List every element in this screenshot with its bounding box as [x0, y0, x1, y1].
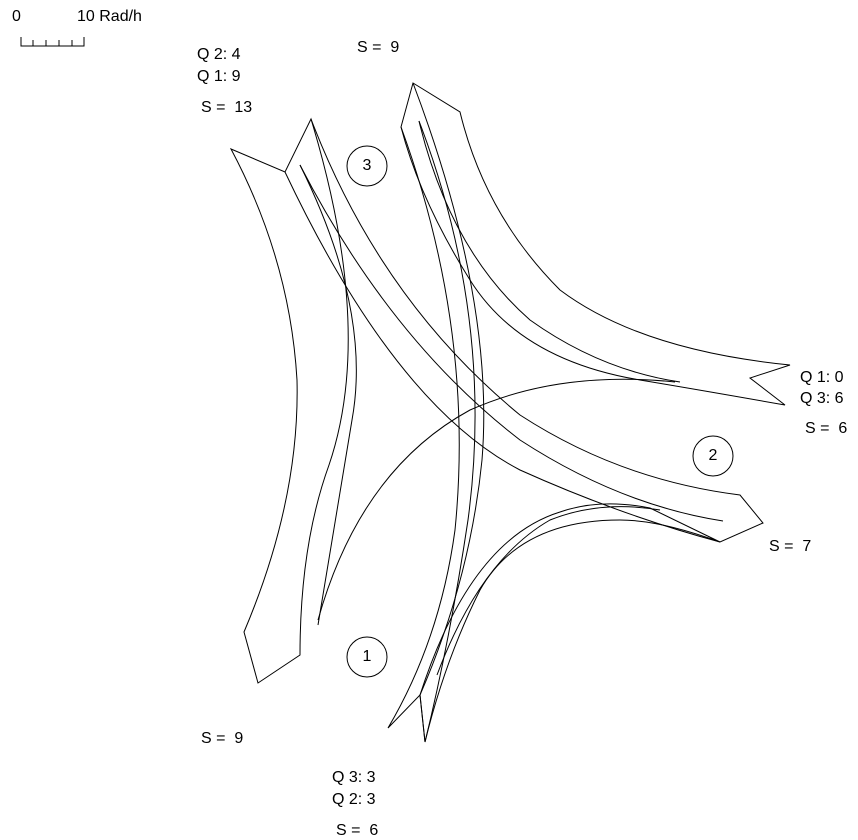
flow-band-lower — [419, 503, 721, 743]
flow-line-upper — [418, 120, 681, 383]
node-2-circle — [692, 435, 734, 477]
bottom-left-s-label: S = 9 — [201, 730, 244, 747]
right-s-label: S = 6 — [805, 420, 848, 437]
flow-line-west — [299, 164, 357, 626]
flow-band-upper — [400, 82, 791, 406]
flow-line-central-arc — [317, 378, 676, 621]
scale-zero-label: 0 — [12, 8, 21, 25]
flow-line-lower — [436, 506, 661, 676]
flow-band-west — [229, 117, 349, 684]
flow-line-vertical — [418, 120, 476, 743]
top-left-q1-label: Q 1: 9 — [197, 68, 241, 85]
node-3-circle — [346, 145, 388, 187]
top-s-label: S = 9 — [357, 39, 400, 56]
right-q3-label: Q 3: 6 — [800, 390, 844, 407]
top-left-s-label: S = 13 — [201, 99, 253, 116]
flow-band-vertical — [387, 82, 485, 729]
flow-band-diagonal — [284, 118, 764, 543]
lower-right-s-label: S = 7 — [769, 538, 812, 555]
node-3-label: 3 — [362, 157, 372, 174]
bottom-q2-label: Q 2: 3 — [332, 791, 376, 808]
scale-max-label: 10 Rad/h — [77, 8, 142, 25]
bottom-s-label: S = 6 — [336, 822, 379, 839]
top-left-q2-label: Q 2: 4 — [197, 46, 241, 63]
flow-line-diagonal — [299, 164, 724, 522]
right-q1-label: Q 1: 0 — [800, 369, 844, 386]
node-1-circle — [346, 636, 388, 678]
node-2-label: 2 — [708, 447, 718, 464]
node-1-label: 1 — [362, 648, 372, 665]
scale-bar — [20, 37, 85, 47]
bottom-q3-label: Q 3: 3 — [332, 769, 376, 786]
